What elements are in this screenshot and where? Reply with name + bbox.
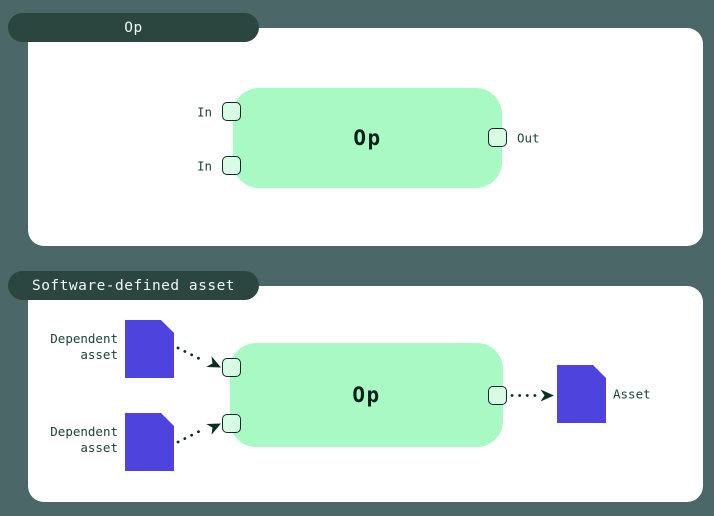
asset-label: Asset: [613, 386, 651, 402]
dependent-asset-icon-2: [125, 413, 174, 471]
sda-output-handle: [488, 386, 507, 405]
dependent-asset-label-1-line2: asset: [80, 347, 118, 362]
asset-icon: [557, 365, 606, 423]
dependent-asset-icon-1: [125, 320, 174, 378]
dependent-asset-label-2: Dependent asset: [30, 424, 118, 456]
sda-op-node: Op: [230, 343, 503, 447]
in-label-1: In: [196, 104, 212, 120]
sda-op-node-label: Op: [352, 383, 381, 407]
input-handle-1: [222, 102, 241, 121]
op-section-tab-label: Op: [124, 19, 143, 36]
dependent-asset-label-1-line1: Dependent: [50, 331, 118, 346]
sda-input-handle-2: [222, 414, 241, 433]
op-node: Op: [233, 88, 502, 188]
input-handle-2: [222, 156, 241, 175]
out-label: Out: [517, 130, 540, 146]
sda-input-handle-1: [222, 358, 241, 377]
op-section-tab: Op: [8, 13, 259, 42]
in-label-2: In: [196, 158, 212, 174]
dependent-asset-label-1: Dependent asset: [30, 331, 118, 363]
op-node-label: Op: [353, 126, 382, 150]
output-handle: [488, 128, 507, 147]
sda-section-tab: Software-defined asset: [8, 271, 259, 300]
dependent-asset-label-2-line1: Dependent: [50, 424, 118, 439]
dependent-asset-label-2-line2: asset: [80, 440, 118, 455]
sda-section-tab-label: Software-defined asset: [31, 277, 236, 294]
